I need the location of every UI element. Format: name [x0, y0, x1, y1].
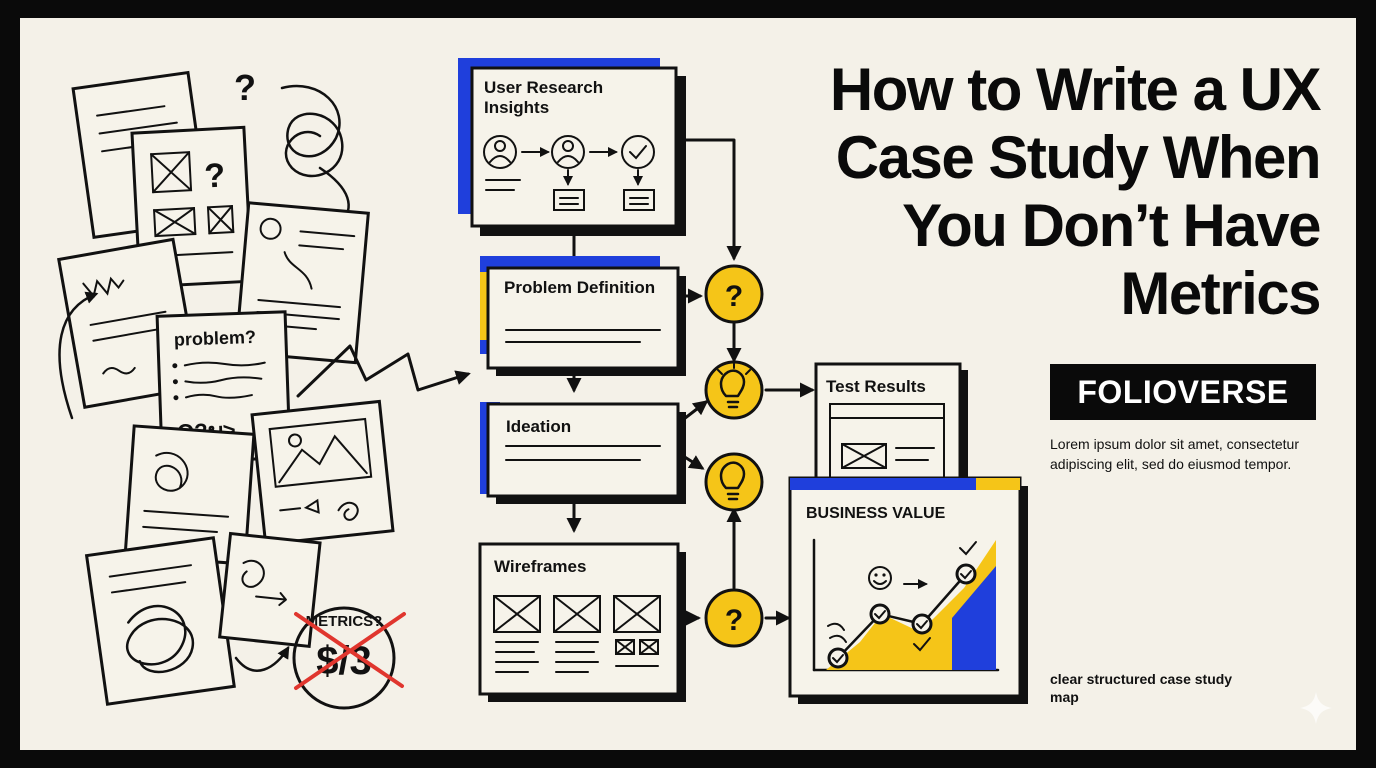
card-problem-definition: Problem Definition [480, 256, 686, 376]
sketch-question: ? [203, 156, 226, 195]
image-placeholder-icon [841, 443, 887, 469]
check-icon [911, 613, 933, 635]
sparkle-icon [1300, 692, 1332, 724]
question-node-top: ? [704, 264, 764, 324]
sketch-doc-face [123, 424, 256, 566]
card-test-results: Test Results [814, 362, 968, 496]
metrics-crossed-out: METRICS? $/3 [292, 606, 406, 710]
card-ideation: Ideation [480, 402, 686, 504]
card-ideation-title: Ideation [506, 417, 571, 436]
brand-badge: FOLIOVERSE [1050, 364, 1316, 420]
question-mark: ? [234, 67, 256, 108]
card-user-research-title: User Research Insights [484, 78, 604, 117]
scribble-ball [280, 84, 344, 178]
check-icon [827, 647, 849, 669]
sketch-note-problem-label: problem? [174, 327, 257, 350]
card-test-results-title: Test Results [826, 377, 926, 396]
canvas: ? ? [20, 18, 1356, 750]
card-wireframes-title: Wireframes [494, 557, 586, 576]
question-node-bottom-label: ? [725, 604, 743, 637]
check-icon [955, 563, 977, 585]
case-study-diagram: ? ? [57, 58, 1332, 724]
lightbulb-icon [717, 363, 751, 409]
question-node-bottom: ? [704, 588, 764, 648]
smiley-icon [868, 566, 892, 590]
sketch-doc-image [250, 399, 395, 546]
swoosh-arrow [234, 645, 290, 672]
zigzag-arrow [296, 344, 471, 398]
metrics-label: METRICS? [306, 613, 383, 630]
image-placeholder-icon [493, 595, 541, 633]
check-icon [869, 603, 891, 625]
image-placeholder-icon [613, 595, 661, 633]
check-icon [621, 135, 655, 169]
user-icon [483, 135, 517, 169]
lightbulb-node-bottom [704, 452, 764, 512]
card-business-value-title: BUSINESS VALUE [806, 505, 946, 522]
messy-sketch-pile: ? ? [57, 67, 471, 710]
sketch-doc-bottom-mid [218, 531, 322, 649]
sketch-doc-bottom-left [84, 536, 236, 706]
card-user-research: User Research Insights [458, 58, 686, 236]
value-area-blue [952, 566, 996, 670]
lightbulb-node-top [704, 360, 764, 420]
user-icon [551, 135, 585, 169]
page-title: How to Write a UX Case Study When You Do… [829, 56, 1322, 327]
image-placeholder-icon [553, 595, 601, 633]
description-text: Lorem ipsum dolor sit amet, consectetur … [1050, 436, 1299, 472]
card-wireframes: Wireframes [478, 542, 686, 702]
card-problem-definition-title: Problem Definition [504, 278, 656, 297]
caption-text: clear structured case study map [1050, 671, 1233, 705]
question-node-top-label: ? [725, 280, 743, 313]
lightbulb-icon [719, 461, 746, 501]
card-business-value: BUSINESS VALUE [788, 476, 1028, 704]
loop-arrow-left [58, 291, 99, 420]
